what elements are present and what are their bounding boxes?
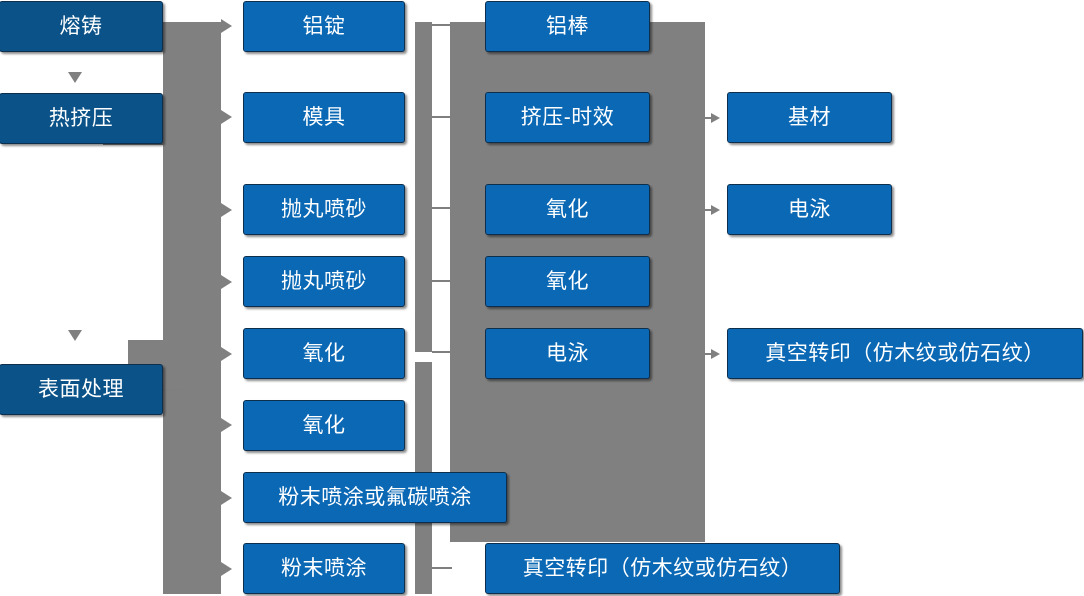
process-box-al-bar[interactable]: 铝棒 <box>485 1 650 52</box>
input-label-oxidation-1: 氧化 <box>302 341 346 365</box>
output-label-electrophoresis: 电泳 <box>788 197 831 221</box>
input-box-die[interactable]: 模具 <box>243 92 405 143</box>
output-box-vacuum-transfer[interactable]: 真空转印（仿木纹或仿石纹） <box>727 328 1083 379</box>
output-box-electrophoresis[interactable]: 电泳 <box>727 184 892 235</box>
arrowhead-to-input-shotblast-1 <box>221 203 232 217</box>
input-label-powder: 粉末喷涂 <box>281 556 367 580</box>
connector-stub-surface <box>163 389 181 391</box>
input-box-shotblast-1[interactable]: 抛丸喷砂 <box>243 184 405 235</box>
process-box-vacuum-transfer[interactable]: 真空转印（仿木纹或仿石纹） <box>485 543 840 594</box>
arrowhead-to-input-die <box>221 110 232 124</box>
connector-tick-1 <box>432 24 452 26</box>
output-box-substrate[interactable]: 基材 <box>727 92 892 143</box>
arrowhead-to-input-oxidation-1 <box>221 347 232 361</box>
arrowhead-to-input-ingot <box>221 19 232 33</box>
stage-box-melt-cast[interactable]: 熔铸 <box>0 1 163 52</box>
stage-label-hot-extrude: 热挤压 <box>48 106 114 130</box>
input-box-oxidation-1[interactable]: 氧化 <box>243 328 405 379</box>
connector-tick-3 <box>432 207 452 209</box>
process-label-vacuum-transfer: 真空转印（仿木纹或仿石纹） <box>522 556 803 580</box>
stage-box-surface-treatment[interactable]: 表面处理 <box>0 364 163 415</box>
process-box-electrophoresis[interactable]: 电泳 <box>485 328 650 379</box>
process-label-electrophoresis: 电泳 <box>546 341 589 365</box>
input-label-oxidation-2: 氧化 <box>302 413 346 437</box>
input-label-powder-or-pvdf: 粉末喷涂或氟碳喷涂 <box>278 485 472 509</box>
process-label-oxidation-2: 氧化 <box>546 269 589 293</box>
process-label-extrude-age: 挤压-时效 <box>520 105 615 129</box>
arrowhead-down-surface <box>68 330 82 341</box>
input-label-shotblast-1: 抛丸喷砂 <box>281 197 367 221</box>
process-box-oxidation-2[interactable]: 氧化 <box>485 256 650 307</box>
input-box-shotblast-2[interactable]: 抛丸喷砂 <box>243 256 405 307</box>
process-box-oxidation-1[interactable]: 氧化 <box>485 184 650 235</box>
connector-tick-5 <box>432 351 452 353</box>
process-box-extrude-age[interactable]: 挤压-时效 <box>485 92 650 143</box>
arrowhead-to-substrate <box>711 113 720 123</box>
connector-tick-4 <box>432 280 452 282</box>
stage-box-hot-extrude[interactable]: 热挤压 <box>0 93 163 144</box>
input-box-oxidation-2[interactable]: 氧化 <box>243 400 405 451</box>
connector-band-stage-elbow-bottom <box>128 340 173 368</box>
arrowhead-to-input-powder-or-pvdf <box>221 491 232 505</box>
arrowhead-to-vacuum-transfer <box>711 349 720 359</box>
output-label-substrate: 基材 <box>788 105 831 129</box>
input-box-powder[interactable]: 粉末喷涂 <box>243 543 405 594</box>
arrowhead-to-input-oxidation-2 <box>221 418 232 432</box>
process-label-oxidation-1: 氧化 <box>546 197 589 221</box>
stage-label-surface-treatment: 表面处理 <box>38 377 124 401</box>
arrowhead-down-hot-extrude <box>68 72 82 83</box>
connector-bar-input-collector-upper <box>415 22 432 352</box>
input-label-die: 模具 <box>302 105 346 129</box>
input-label-ingot: 铝锭 <box>302 14 346 38</box>
arrowhead-to-input-powder <box>221 562 232 576</box>
input-box-powder-or-pvdf[interactable]: 粉末喷涂或氟碳喷涂 <box>243 472 507 523</box>
connector-tick-6 <box>432 567 452 569</box>
arrowhead-to-input-shotblast-2 <box>221 275 232 289</box>
connector-tick-2 <box>432 116 452 118</box>
stage-label-melt-cast: 熔铸 <box>59 14 103 38</box>
arrowhead-to-electrophoresis <box>711 205 720 215</box>
output-label-vacuum-transfer: 真空转印（仿木纹或仿石纹） <box>765 341 1045 365</box>
connector-band-stage-to-input <box>163 22 221 594</box>
input-box-ingot[interactable]: 铝锭 <box>243 1 405 52</box>
process-label-al-bar: 铝棒 <box>546 14 589 38</box>
input-label-shotblast-2: 抛丸喷砂 <box>281 269 367 293</box>
